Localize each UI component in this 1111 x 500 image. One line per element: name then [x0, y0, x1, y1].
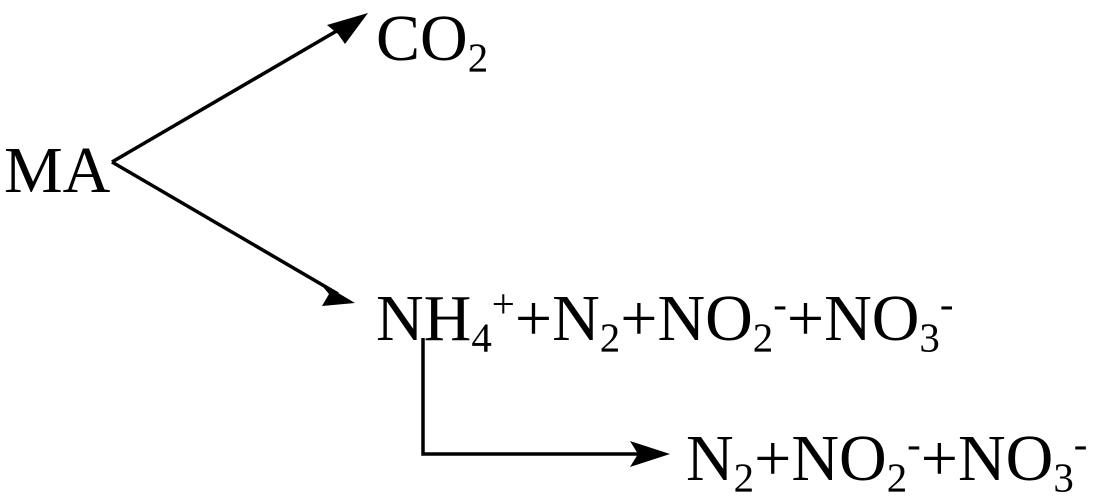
intermediate-products: NH4++N2+NO2-+NO3-	[376, 284, 954, 359]
ma-text: MA	[4, 134, 111, 207]
arrow-to-co2	[111, 20, 353, 164]
ma-label: MA	[4, 138, 110, 204]
arrow-nh4-conversion	[421, 338, 650, 456]
plus-sign: +	[786, 282, 825, 355]
arrowhead-final	[630, 441, 670, 467]
no3-base: NO	[824, 282, 920, 355]
arrowhead-co2	[327, 13, 368, 44]
plus-sign: +	[620, 282, 658, 355]
no3-charge: -	[939, 281, 954, 327]
nh4-charge: +	[491, 281, 515, 327]
nh4-base: NH	[376, 282, 472, 355]
co2-formula: CO2	[376, 6, 488, 79]
plus-sign: +	[754, 422, 792, 495]
no2-subscript: 2	[886, 455, 908, 500]
plus-sign: +	[514, 282, 553, 355]
n2-subscript: 2	[733, 455, 755, 500]
nh4-subscript: 4	[471, 315, 492, 361]
no3-subscript: 3	[919, 315, 940, 361]
arrow-to-products	[111, 160, 339, 296]
no2-base: NO	[657, 282, 753, 355]
no3-charge: -	[1073, 421, 1088, 467]
no3-subscript: 3	[1053, 455, 1074, 500]
n2-subscript: 2	[599, 315, 621, 361]
co2-subscript: 2	[467, 35, 489, 81]
plus-sign: +	[920, 422, 958, 495]
no2-base: NO	[791, 422, 887, 495]
no3-base: NO	[958, 422, 1054, 495]
final-products: N2+NO2-+NO3-	[686, 424, 1087, 499]
no2-charge: -	[773, 281, 787, 327]
arrowhead-products	[318, 281, 355, 306]
co2-base: CO	[376, 2, 468, 75]
n2-base: N	[686, 422, 734, 495]
n2-base: N	[552, 282, 600, 355]
no2-subscript: 2	[752, 315, 774, 361]
no2-charge: -	[907, 421, 921, 467]
